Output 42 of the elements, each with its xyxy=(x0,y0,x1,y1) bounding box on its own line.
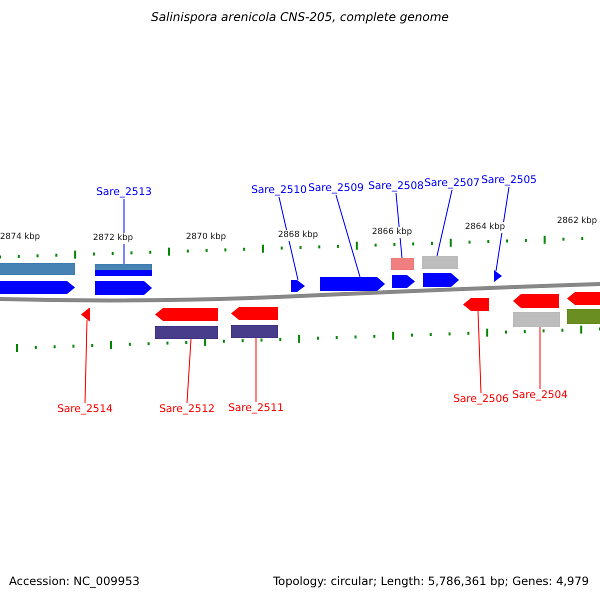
gene-label: Sare_2511 xyxy=(221,402,291,415)
leader-line xyxy=(186,338,192,404)
gene-feature xyxy=(155,308,218,321)
leader-line xyxy=(436,190,452,256)
footer-text: Topology: circular; Length: 5,786,361 bp; Genes: 4,979 xyxy=(273,574,589,588)
gene-label: Sare_2513 xyxy=(89,186,159,199)
gene-feature xyxy=(81,308,90,321)
gene-feature xyxy=(567,309,600,324)
gene-feature xyxy=(567,292,600,305)
gene-feature xyxy=(513,294,559,308)
leader-line xyxy=(496,186,510,272)
gene-feature xyxy=(231,307,278,320)
gene-feature xyxy=(231,325,278,338)
gene-feature xyxy=(0,263,75,275)
gene-feature xyxy=(291,280,305,292)
position-label: 2870 kbp xyxy=(184,232,228,243)
footer-text: Accession: NC_009953 xyxy=(9,574,140,588)
gene-feature xyxy=(320,277,385,291)
gene-feature xyxy=(423,273,459,287)
gene-feature xyxy=(0,281,75,294)
gene-feature xyxy=(155,326,218,339)
leader-line xyxy=(336,194,360,278)
gene-label: Sare_2514 xyxy=(50,403,120,416)
gene-feature xyxy=(392,275,415,288)
gene-feature xyxy=(513,312,560,327)
position-label: 2862 kbp xyxy=(556,216,598,227)
leader-line xyxy=(278,196,298,280)
position-label: 2874 kbp xyxy=(0,232,42,243)
diagram-title: Salinispora arenicola CNS-205, complete genome xyxy=(150,10,450,24)
gene-feature xyxy=(391,258,414,270)
gene-feature xyxy=(95,264,152,276)
leader-line xyxy=(478,310,482,394)
position-label: 2868 kbp xyxy=(276,230,320,241)
position-label: 2864 kbp xyxy=(464,222,506,233)
gene-label: Sare_2512 xyxy=(152,403,222,416)
position-label: 2872 kbp xyxy=(92,233,134,244)
leader-line xyxy=(84,320,88,404)
gene-feature xyxy=(463,298,489,311)
position-label: 2866 kbp xyxy=(370,227,414,238)
gene-feature xyxy=(95,281,152,295)
gene-feature xyxy=(422,256,458,269)
gene-feature xyxy=(494,270,502,282)
